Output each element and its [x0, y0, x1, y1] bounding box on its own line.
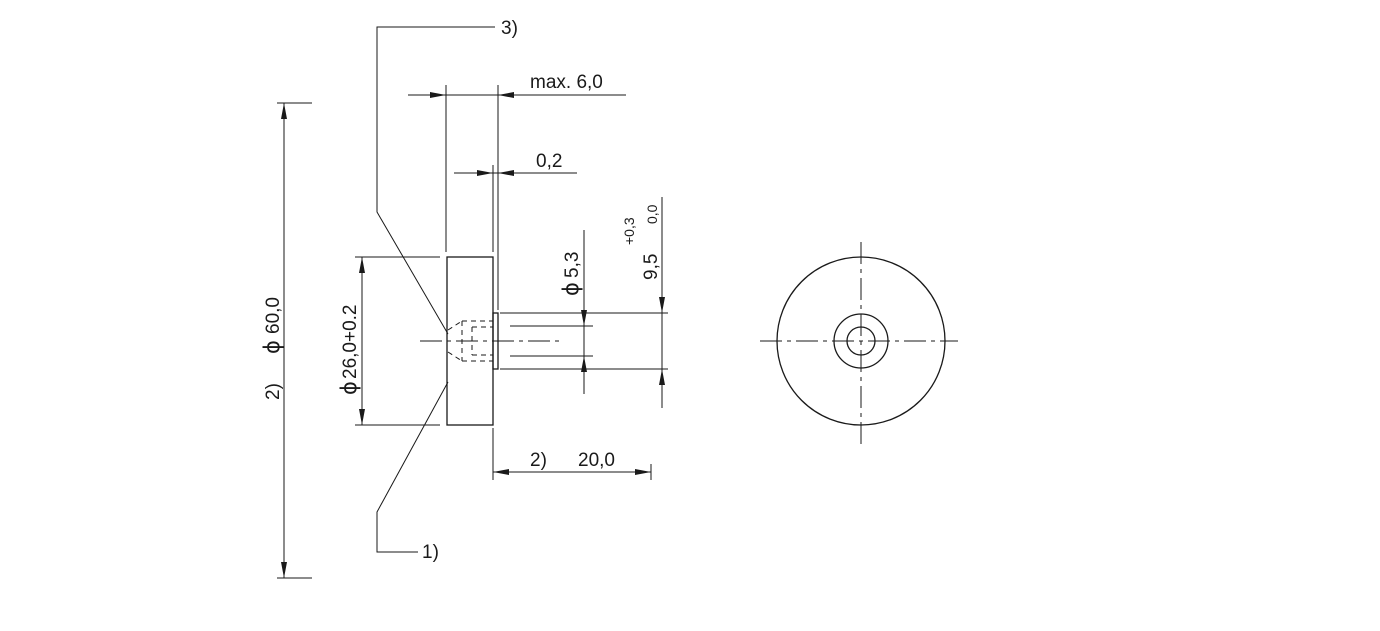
length-prefix: 2): [530, 450, 547, 471]
leader-note-1: [376, 381, 449, 553]
hole-diameter-symbol: ϕ: [559, 282, 583, 296]
body-diameter-label: 26,0+0.2: [340, 305, 361, 380]
outer-diameter-prefix: 2): [263, 383, 284, 400]
hole-diameter-label: 5,3: [562, 252, 583, 278]
bore-tolerance-lower: 0,0: [644, 204, 660, 224]
max-thickness-label: max. 6,0: [530, 72, 603, 93]
outer-diameter-symbol: ϕ: [260, 340, 284, 354]
body-diameter-symbol: ϕ: [337, 381, 361, 395]
length-label: 20,0: [578, 450, 615, 471]
note-3-label: 3): [501, 18, 518, 39]
bore-tolerance-upper: +0,3: [621, 217, 637, 245]
outer-diameter-label: 60,0: [263, 297, 284, 334]
note-1-label: 1): [422, 542, 439, 563]
bore-value-label: 9,5: [641, 254, 662, 280]
front-view: [760, 242, 958, 446]
gap-label: 0,2: [536, 151, 562, 172]
leader-note-3: [376, 26, 495, 335]
side-view: max. 6,0 0,2 2) 20,0 ϕ 26,0+0.2 ϕ 5,3: [260, 18, 668, 579]
